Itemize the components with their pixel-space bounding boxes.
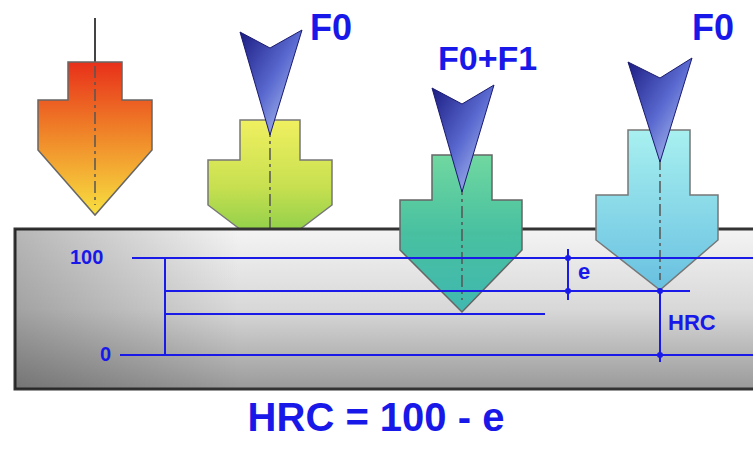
dimension-label: e [578,260,590,284]
indenter-unloaded [596,58,718,290]
indenter-preload [208,30,332,252]
dimension-label: HRC [668,311,716,335]
force-label: F0 [692,8,734,48]
indenter-full-load [400,85,522,312]
scale-value: 100 [70,246,103,268]
force-label: F0 [310,8,352,48]
indenter-free [38,18,152,215]
scale-value: 0 [100,343,111,365]
force-label: F0+F1 [438,40,537,77]
depth-scale [120,249,753,362]
formula-caption: HRC = 100 - e [248,395,505,439]
dimension-markers [565,255,663,358]
